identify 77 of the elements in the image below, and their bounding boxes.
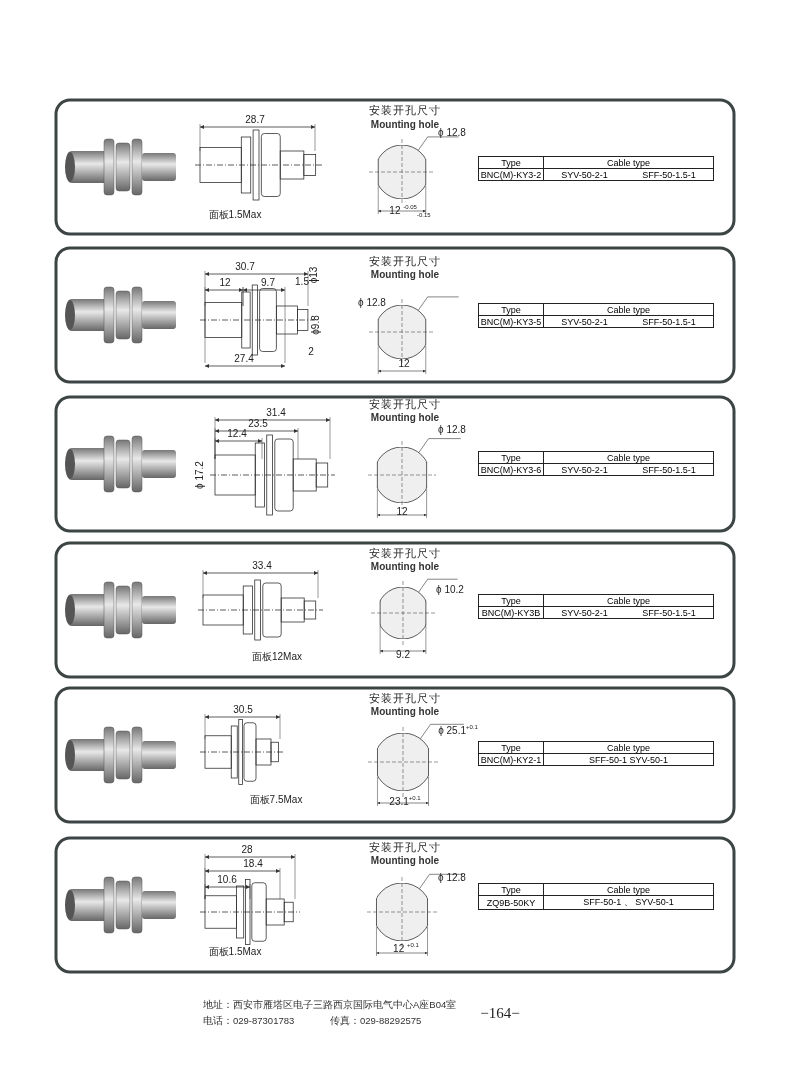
section-heading: Mounting hole <box>370 120 440 130</box>
dimension-label: 面板7.5Max <box>249 795 303 805</box>
contact-info: 地址：西安市雁塔区电子三路西京国际电气中心A座B04室 <box>203 1000 457 1010</box>
dimension-label: 9.2 <box>396 650 410 660</box>
cable-type: SFF-50-1 SYV-50-1 <box>589 754 668 765</box>
section-heading: 安装开孔尺寸 <box>369 104 441 116</box>
dimension-label: ϕ 12.8 <box>358 298 386 308</box>
model-number: BNC(M)-KY3-2 <box>480 169 542 180</box>
dimension-label: 23.1$^{+0.1}$ <box>389 795 421 807</box>
dimension-label: ϕ9.8 <box>311 315 321 335</box>
section-heading: Mounting hole <box>370 562 440 572</box>
model-number: BNC(M)-KY3B <box>481 607 541 618</box>
page-number: −164− <box>480 1005 520 1021</box>
column-header: Cable type <box>607 452 650 463</box>
dimension-label: ϕ 25.1$^{+0.1}$ <box>438 724 478 736</box>
dimension-label: 30.7 <box>235 262 255 272</box>
column-header: Type <box>501 304 521 315</box>
cable-type: SFF-50-1.5-1 <box>642 169 696 180</box>
column-header: Cable type <box>607 157 650 168</box>
dimension-label: ϕ13 <box>309 266 319 284</box>
dimension-label: ϕ 12.8 <box>438 128 466 138</box>
column-header: Type <box>501 742 521 753</box>
contact-info: 传真：029-88292575 <box>330 1016 422 1026</box>
cable-type: SFF-50-1.5-1 <box>642 607 696 618</box>
section-heading: Mounting hole <box>370 856 440 866</box>
dimension-label: 12 $^{+0.1}$ <box>393 942 419 954</box>
dimension-label: 12 <box>396 507 408 517</box>
dimension-label: 30.5 <box>233 705 253 715</box>
column-header: Type <box>501 157 521 168</box>
column-header: Cable type <box>607 595 650 606</box>
column-header: Type <box>501 452 521 463</box>
column-header: Type <box>501 884 521 895</box>
contact-info: 电话：029-87301783 <box>203 1016 295 1026</box>
dimension-label: 面板1.5Max <box>208 947 262 957</box>
column-header: Cable type <box>607 884 650 895</box>
dimension-label: 23.5 <box>248 419 268 429</box>
section-heading: Mounting hole <box>370 413 440 423</box>
section-heading: Mounting hole <box>370 707 440 717</box>
cable-type: SYV-50-2-1 <box>561 169 608 180</box>
dimension-label: ϕ 12.8 <box>438 425 466 435</box>
cable-type: SYV-50-2-1 <box>561 316 608 327</box>
dimension-label: 2 <box>308 347 314 357</box>
section-heading: 安装开孔尺寸 <box>369 398 441 410</box>
cable-type: SFF-50-1.5-1 <box>642 464 696 475</box>
dimension-label: 9.7 <box>261 278 275 288</box>
dimension-label: 10.6 <box>217 875 237 885</box>
dimension-label: 12.4 <box>227 429 247 439</box>
model-number: BNC(M)-KY3-5 <box>480 316 542 327</box>
dimension-label: 31.4 <box>266 408 286 418</box>
column-header: Cable type <box>607 742 650 753</box>
dimension-label: 28.7 <box>245 115 265 125</box>
dimension-label: ϕ 17.2 <box>195 461 205 489</box>
cable-type: SFF-50-1 、 SYV-50-1 <box>583 896 674 909</box>
dimension-label: 面板12Max <box>252 652 302 662</box>
dimension-label: 12 <box>398 359 410 369</box>
dimension-label: 1.5 <box>295 277 309 287</box>
model-number: BNC(M)-KY2-1 <box>480 754 542 765</box>
cable-type: SYV-50-2-1 <box>561 607 608 618</box>
column-header: Cable type <box>607 304 650 315</box>
cable-type: SFF-50-1.5-1 <box>642 316 696 327</box>
column-header: Type <box>501 595 521 606</box>
section-heading: 安装开孔尺寸 <box>369 547 441 559</box>
dimension-label: 18.4 <box>243 859 263 869</box>
model-number: BNC(M)-KY3-6 <box>480 464 542 475</box>
dimension-label: 33.4 <box>252 561 272 571</box>
cable-type: SYV-50-2-1 <box>561 464 608 475</box>
section-heading: 安装开孔尺寸 <box>369 255 441 267</box>
model-number: ZQ9B-50KY <box>486 897 536 908</box>
section-heading: 安装开孔尺寸 <box>369 841 441 853</box>
dimension-label: ϕ 10.2 <box>436 585 464 595</box>
dimension-label: 28 <box>241 845 253 855</box>
dimension-label: 面板1.5Max <box>208 210 262 220</box>
section-heading: Mounting hole <box>370 270 440 280</box>
dimension-label: ϕ 12.8 <box>438 873 466 883</box>
section-heading: 安装开孔尺寸 <box>369 692 441 704</box>
dimension-label: 12 <box>219 278 231 288</box>
dimension-label: 27.4 <box>234 354 254 364</box>
